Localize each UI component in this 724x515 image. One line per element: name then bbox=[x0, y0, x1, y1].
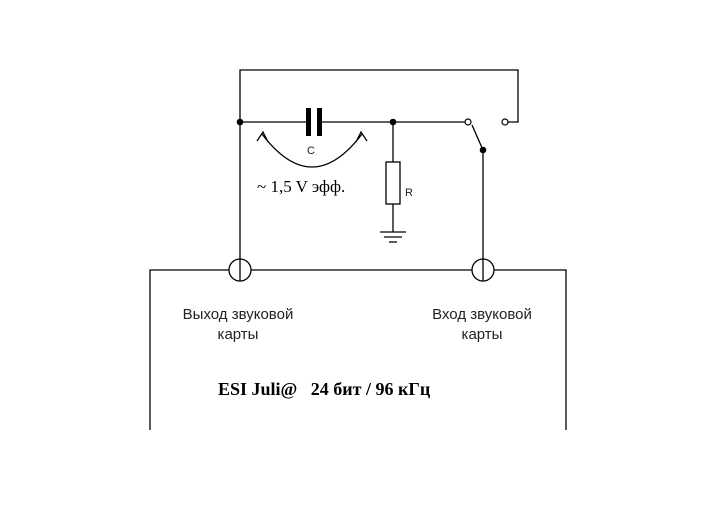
input-label-line2: карты bbox=[462, 326, 503, 343]
input-jack-icon bbox=[471, 258, 495, 282]
capacitor-label: C bbox=[307, 145, 315, 157]
switch-symbol bbox=[464, 118, 509, 154]
output-label-line2: карты bbox=[218, 326, 259, 343]
sound-card-box bbox=[149, 269, 567, 430]
output-jack-icon bbox=[228, 258, 252, 282]
output-label-line1: Выход звуковой bbox=[183, 306, 294, 323]
voltage-label: ~ 1,5 V эфф. bbox=[257, 177, 345, 196]
top-bypass-wire bbox=[239, 69, 519, 123]
voltage-arc-icon bbox=[256, 130, 368, 168]
capacitor-symbol bbox=[306, 108, 322, 136]
input-label-line1: Вход звуковой bbox=[432, 306, 532, 323]
resistor-symbol bbox=[385, 161, 401, 205]
ground-icon bbox=[380, 231, 406, 243]
device-title: ESI Juli@ 24 бит / 96 кГц bbox=[218, 379, 431, 399]
resistor-label: R bbox=[405, 187, 413, 199]
